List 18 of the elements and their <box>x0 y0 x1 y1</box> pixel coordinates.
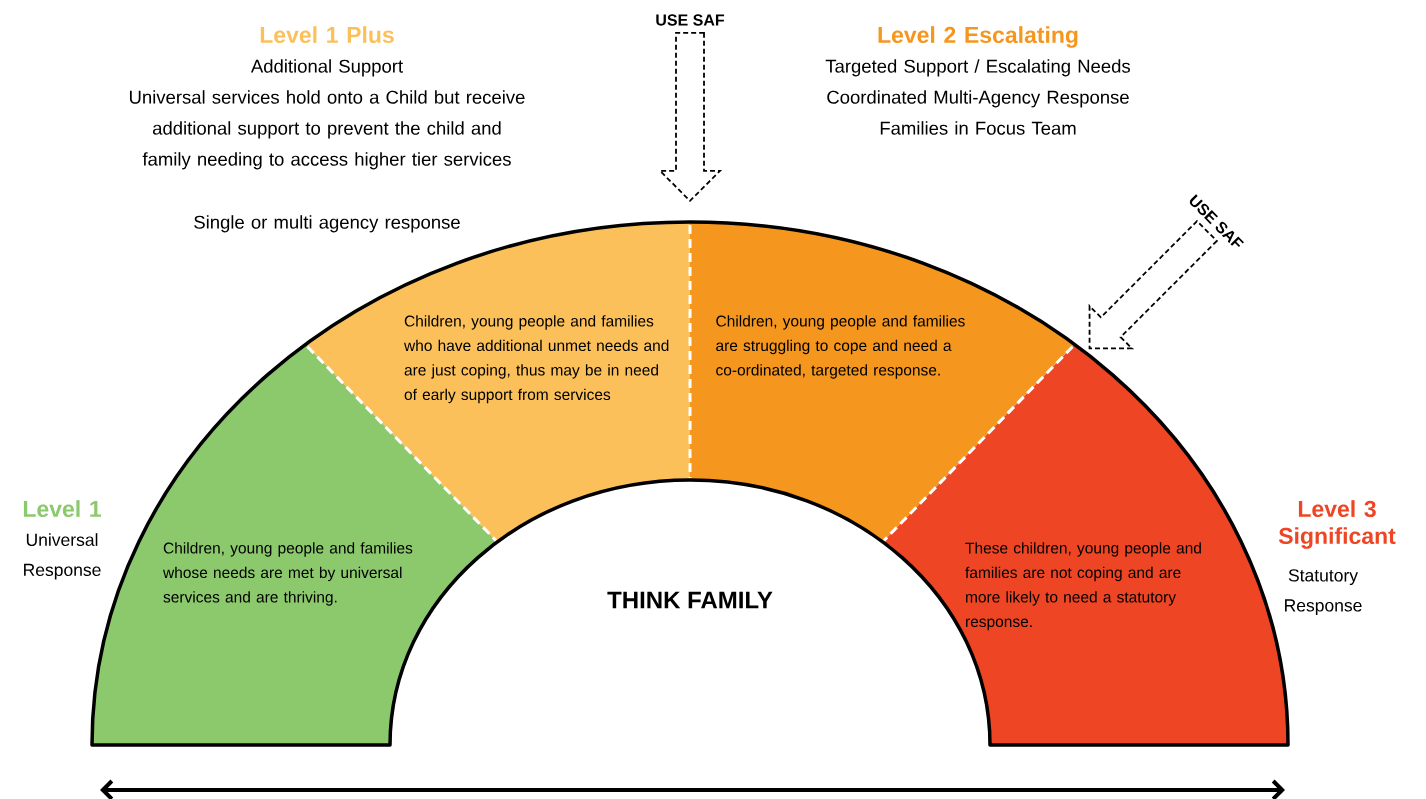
center-title: THINK FAMILY <box>607 591 773 609</box>
segment-description: Children, young people and families whose needs are met by universal services and are thriving. <box>163 542 413 606</box>
support-text: Targeted Support / Escalating Needs <box>825 59 1130 77</box>
instruction-text: USE SAF <box>656 14 725 26</box>
support-text: Universal services hold onto a Child but receive additional support to prevent the child and family needing to access higher tier services <box>130 90 525 170</box>
level-heading: Level 3 Significant <box>1278 500 1396 549</box>
support-text: Universal Response <box>24 533 101 580</box>
level-heading: Level 1 <box>23 500 101 518</box>
support-text: Coordinated Multi-Agency Response <box>827 90 1129 108</box>
support-text: Families in Focus Team <box>880 121 1076 135</box>
support-text: Statutory Response <box>1285 569 1362 616</box>
level-heading: Level 2 Escalating <box>878 26 1078 48</box>
support-text: Single or multi agency response <box>194 215 460 233</box>
segment-description: Children, young people and families are struggling to cope and need a co-ordinated, targeted response. <box>716 315 965 379</box>
support-text: Additional Support <box>250 59 403 77</box>
segment-description: Children, young people and families who have additional unmet needs and are just coping, thus may be in need of early support from services <box>404 315 669 404</box>
segment-description: These children, young people and families are not coping and are more likely to need a statutory response. <box>965 542 1201 631</box>
level-heading: Level 1 Plus <box>260 26 394 44</box>
